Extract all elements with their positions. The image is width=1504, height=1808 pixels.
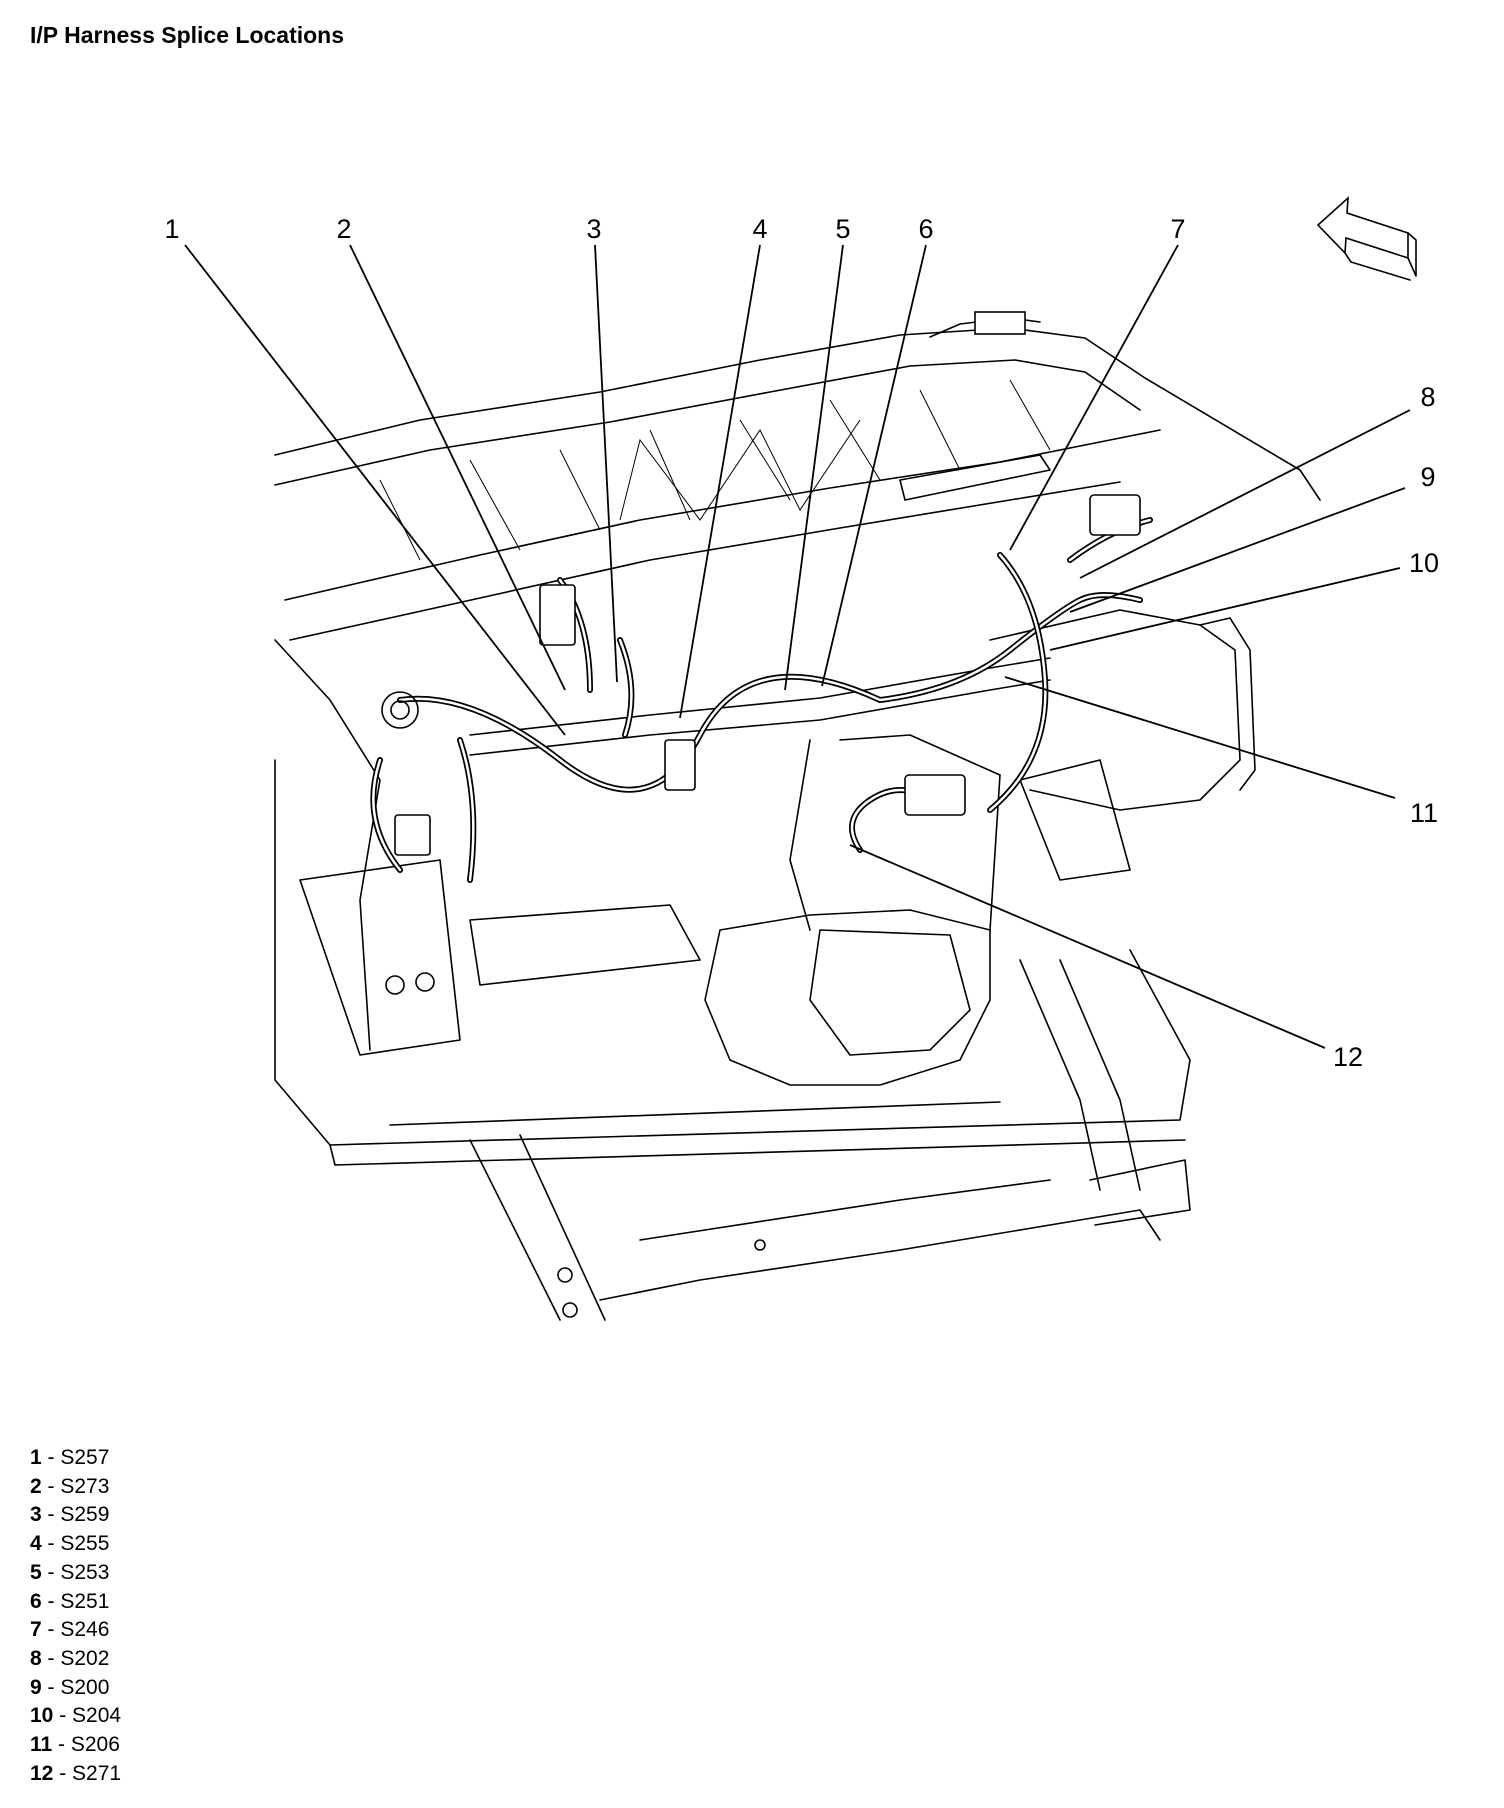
legend-number: 12 — [30, 1761, 54, 1785]
leader-7 — [1009, 244, 1179, 551]
legend-separator: - — [41, 1532, 61, 1556]
callout-leaders — [184, 244, 1411, 1049]
callout-2: 2 — [336, 214, 351, 244]
legend-number: 3 — [30, 1503, 42, 1527]
leader-6 — [821, 244, 927, 687]
leader-5 — [784, 244, 844, 691]
legend-splice: S206 — [70, 1733, 120, 1757]
leader-1 — [184, 244, 566, 736]
legend-number: 4 — [30, 1532, 42, 1556]
leader-9 — [1069, 487, 1406, 613]
legend-separator: - — [53, 1704, 73, 1728]
legend-splice: S259 — [60, 1503, 110, 1527]
legend-splice: S253 — [60, 1560, 110, 1584]
legend-separator: - — [41, 1646, 61, 1670]
legend-number: 11 — [30, 1733, 53, 1757]
legend-item: 5 - S253 — [30, 1559, 121, 1588]
legend-number: 2 — [30, 1474, 42, 1498]
legend-item: 1 - S257 — [30, 1444, 121, 1473]
legend-splice: S202 — [60, 1646, 110, 1670]
splice-legend: 1 - S257 2 - S273 3 - S259 4 - S255 5 - … — [30, 1444, 121, 1788]
callout-11: 11 — [1410, 798, 1438, 828]
legend-number: 1 — [30, 1446, 42, 1469]
legend-splice: S255 — [60, 1532, 110, 1556]
legend-splice: S273 — [60, 1474, 110, 1498]
front-direction-arrow-icon — [1316, 196, 1417, 281]
page-title: I/P Harness Splice Locations — [30, 22, 345, 48]
callout-10: 10 — [1409, 548, 1439, 578]
legend-item: 6 - S251 — [30, 1588, 121, 1617]
legend-item: 9 - S200 — [30, 1674, 121, 1703]
legend-splice: S257 — [60, 1446, 110, 1469]
instrument-panel-illustration — [274, 311, 1321, 1321]
legend-separator: - — [41, 1474, 61, 1498]
legend-item: 11 - S206 — [30, 1731, 121, 1760]
legend-separator: - — [41, 1560, 61, 1584]
harness-diagram: 1 2 3 4 5 6 7 8 9 10 11 12 — [164, 196, 1439, 1321]
leader-4 — [679, 244, 761, 719]
legend-separator: - — [41, 1446, 61, 1469]
callout-4: 4 — [752, 214, 767, 244]
legend-separator: - — [53, 1761, 73, 1785]
legend-number: 8 — [30, 1646, 42, 1670]
legend-separator: - — [41, 1503, 61, 1527]
legend-number: 10 — [30, 1704, 54, 1728]
legend-item: 4 - S255 — [30, 1530, 121, 1559]
legend-item: 8 - S202 — [30, 1645, 121, 1674]
callout-6: 6 — [918, 214, 933, 244]
legend-splice: S246 — [60, 1618, 110, 1642]
legend-number: 9 — [30, 1675, 42, 1699]
legend-separator: - — [41, 1618, 61, 1642]
legend-separator: - — [52, 1733, 71, 1757]
legend-item: 2 - S273 — [30, 1473, 121, 1502]
leader-12 — [849, 844, 1326, 1049]
leader-10 — [1049, 567, 1401, 651]
legend-item: 10 - S204 — [30, 1702, 121, 1731]
callout-9: 9 — [1420, 462, 1435, 492]
legend-number: 5 — [30, 1560, 42, 1584]
legend-splice: S204 — [72, 1704, 122, 1728]
callout-7: 7 — [1170, 214, 1185, 244]
callout-12: 12 — [1333, 1042, 1363, 1072]
legend-number: 7 — [30, 1618, 42, 1642]
legend-item: 12 - S271 — [30, 1760, 121, 1789]
legend-item: 7 - S246 — [30, 1616, 121, 1645]
leader-8 — [1079, 409, 1411, 579]
callout-3: 3 — [586, 214, 601, 244]
leader-2 — [349, 244, 566, 691]
callout-5: 5 — [835, 214, 850, 244]
legend-separator: - — [41, 1589, 61, 1613]
leader-11 — [1004, 676, 1396, 799]
legend-item: 3 - S259 — [30, 1501, 121, 1530]
callout-1: 1 — [164, 214, 179, 244]
legend-splice: S271 — [72, 1761, 122, 1785]
callout-numbers: 1 2 3 4 5 6 7 8 9 10 11 12 — [164, 214, 1439, 1072]
legend-splice: S251 — [60, 1589, 110, 1613]
legend-splice: S200 — [60, 1675, 110, 1699]
callout-8: 8 — [1420, 382, 1435, 412]
leader-3 — [594, 244, 618, 683]
legend-number: 6 — [30, 1589, 42, 1613]
legend-separator: - — [41, 1675, 61, 1699]
